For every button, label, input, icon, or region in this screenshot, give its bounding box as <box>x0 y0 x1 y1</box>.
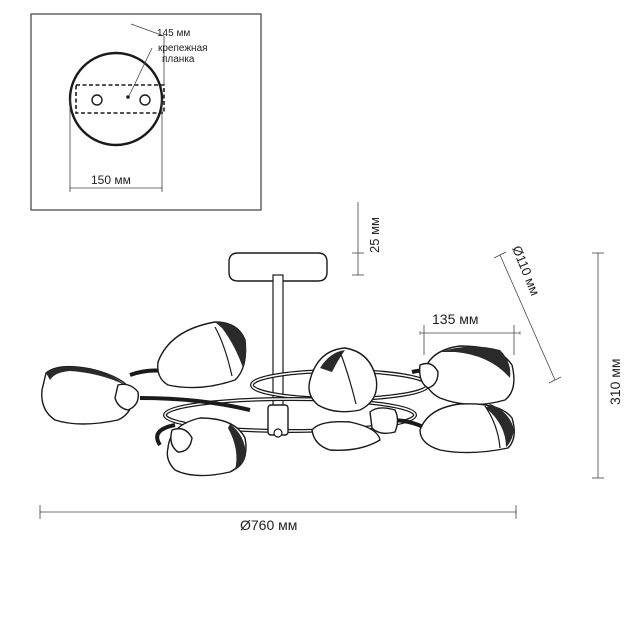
inset-frame <box>30 13 262 211</box>
shade-center <box>308 347 381 451</box>
canopy-diameter-label: 150 мм <box>91 173 131 187</box>
shade-lower-left <box>166 417 247 477</box>
bracket-label-line1: крепежная <box>158 43 208 54</box>
mount-width-label: 145 мм <box>157 28 190 39</box>
total-diameter-label: Ø760 мм <box>240 517 297 533</box>
screw-hole-left <box>91 94 103 106</box>
screw-hole-right <box>139 94 151 106</box>
ring-lower-inner <box>164 398 416 432</box>
shade-diameter-label: Ø110 мм <box>509 244 543 298</box>
mount-detail-inset: 145 мм крепежная планка 150 мм <box>30 13 262 211</box>
shade-upper-right <box>418 345 515 406</box>
shade-upper-left <box>157 321 247 389</box>
shade-center-right <box>369 407 399 435</box>
shade-left <box>41 365 139 425</box>
bracket-center-dot <box>126 95 130 99</box>
canopy-height-label: 25 мм <box>367 217 382 253</box>
bracket-label-line2: планка <box>162 54 195 65</box>
chandelier-drawing <box>41 252 515 477</box>
mounting-bracket <box>75 84 165 114</box>
canopy <box>228 252 328 282</box>
shade-length-label: 135 мм <box>432 311 479 327</box>
total-height-label: 310 мм <box>607 359 623 406</box>
shade-right <box>419 403 515 454</box>
